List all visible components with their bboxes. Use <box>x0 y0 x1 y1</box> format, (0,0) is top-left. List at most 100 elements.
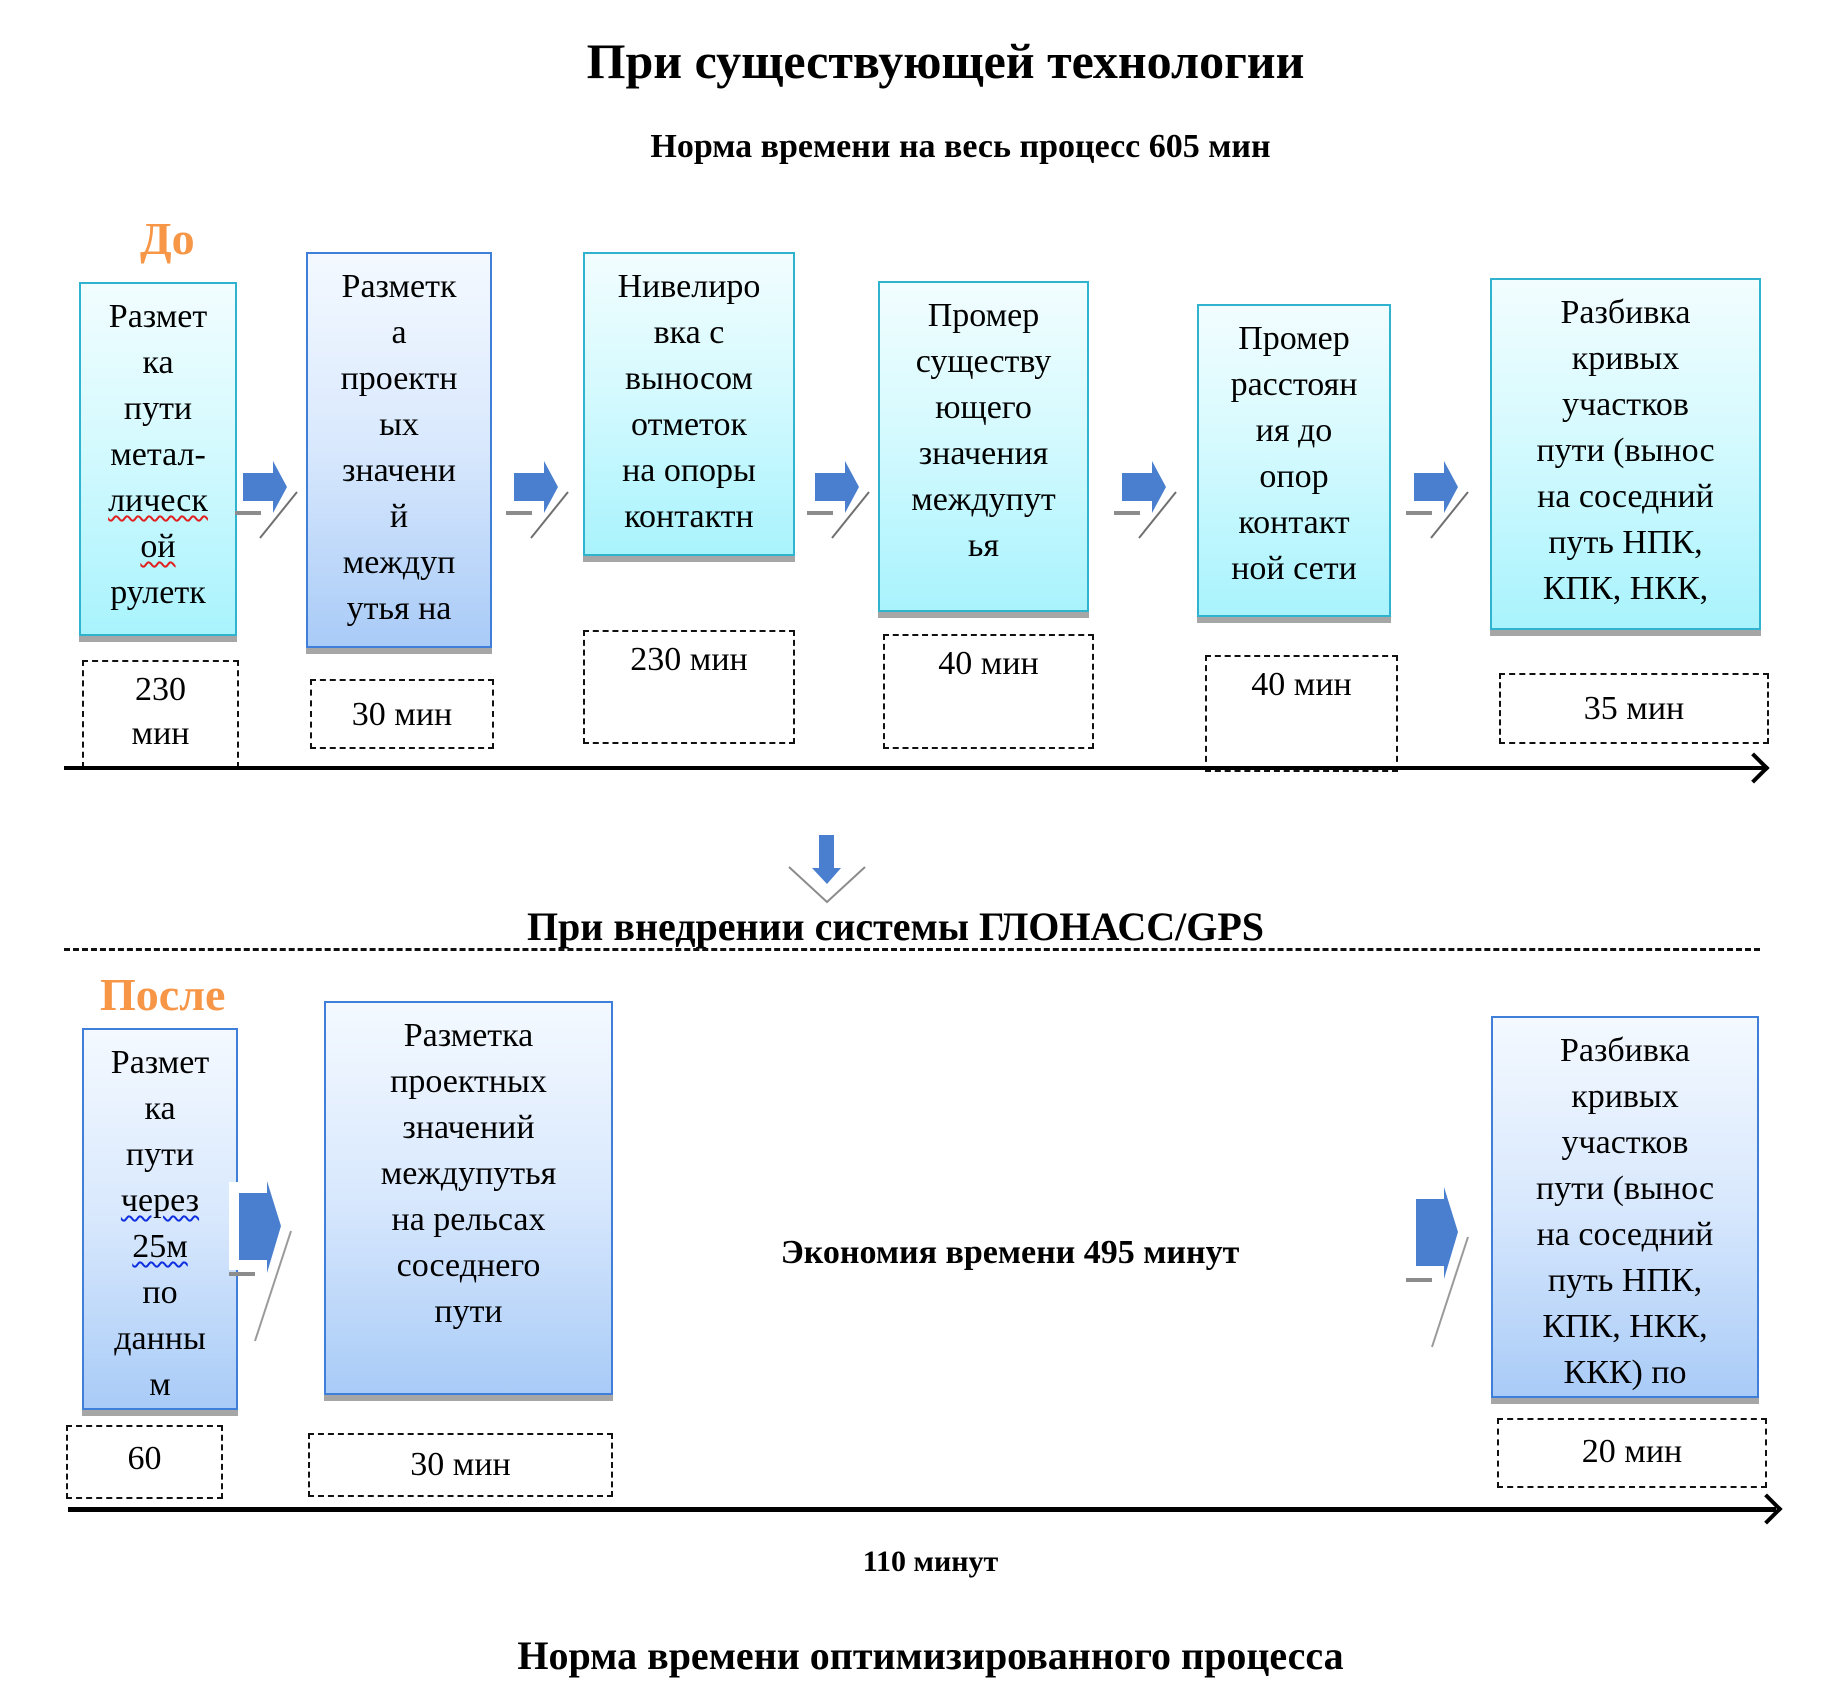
step-line: значений <box>402 1109 535 1146</box>
step-line: Нивелиро <box>617 268 761 305</box>
step-line: Разбивка <box>1560 294 1691 331</box>
step-line: данны <box>114 1320 206 1357</box>
duration-before-1: 230 мин <box>82 660 239 768</box>
step-line: проектн <box>340 360 458 397</box>
step-line: Промер <box>1238 320 1350 357</box>
step-line: 25м <box>132 1228 188 1265</box>
phase-label-after: После <box>100 969 226 1020</box>
step-line: кривых <box>1571 340 1680 377</box>
step-line: КПК, НКК, <box>1542 1308 1708 1345</box>
step-line: на рельсах <box>391 1201 546 1238</box>
step-line: ККК) по <box>1563 1354 1687 1391</box>
time-saving-label: Экономия времени 495 минут <box>780 1234 1240 1271</box>
section-title-glonass: При внедрении системы ГЛОНАСС/GPS <box>526 904 1265 949</box>
step-before-2: Разметк а проектн ых значени й междуп ут… <box>306 252 492 648</box>
section-divider <box>64 948 1760 951</box>
optimized-total-label: 110 минут <box>862 1545 999 1578</box>
step-line: контакт <box>1238 504 1350 541</box>
step-line: вка с <box>653 314 725 351</box>
duration-before-6: 35 мин <box>1499 673 1769 744</box>
duration-after-1: 60 <box>66 1425 223 1499</box>
step-line: междупутья <box>380 1155 557 1192</box>
step-line: участков <box>1562 386 1689 423</box>
step-after-3: Разбивка кривых участков пути (вынос на … <box>1491 1016 1759 1398</box>
step-line: кривых <box>1571 1078 1679 1115</box>
step-line: пути <box>434 1293 503 1330</box>
page-title: При существующей технологии <box>586 33 1305 89</box>
duration-before-2: 30 мин <box>310 679 494 749</box>
step-before-3: Нивелиро вка с выносом отметок на опоры … <box>583 252 795 556</box>
step-before-4: Промер существу ющего значения междупут … <box>878 281 1089 612</box>
step-line: значения <box>918 435 1049 472</box>
right-block-arrow-icon <box>1405 1186 1469 1348</box>
step-line: рулетк <box>110 574 206 611</box>
step-before-1: Размет ка пути метал- лическ ой рулетк <box>79 282 237 636</box>
step-after-2: Разметка проектных значений междупутья н… <box>324 1001 613 1395</box>
step-line: междупут <box>911 481 1056 518</box>
duration-line: мин <box>131 715 190 752</box>
right-block-arrow-icon <box>1405 446 1469 539</box>
step-line: пути (вынос <box>1535 1170 1715 1207</box>
step-line: на опоры <box>622 452 756 489</box>
step-line: ия до <box>1255 412 1333 449</box>
step-line: по <box>142 1274 178 1311</box>
step-line: Размет <box>110 1044 210 1081</box>
step-line: через <box>120 1182 200 1219</box>
footer-title: Норма времени оптимизированного процесса <box>517 1633 1344 1678</box>
step-line: на соседний <box>1536 1216 1714 1253</box>
step-before-6: Разбивка кривых участков пути (вынос на … <box>1490 278 1761 630</box>
duration-before-4: 40 мин <box>883 634 1094 749</box>
step-line: расстоян <box>1230 366 1358 403</box>
duration-line: 40 мин <box>1251 666 1352 703</box>
step-line: выносом <box>625 360 753 397</box>
step-line: соседнего <box>396 1247 541 1284</box>
step-line: пути <box>125 1136 195 1173</box>
step-line: пути <box>123 390 193 427</box>
step-line: Промер <box>927 297 1040 334</box>
right-block-arrow-icon <box>505 446 569 539</box>
step-line: ых <box>379 406 419 443</box>
timeline-axis-after <box>68 1507 1776 1512</box>
step-line: Разметк <box>341 268 457 305</box>
step-line: Разбивка <box>1559 1032 1691 1069</box>
step-line: существу <box>915 343 1052 380</box>
right-block-arrow-icon <box>234 446 298 539</box>
step-line: й <box>389 498 409 535</box>
phase-label-before: До <box>140 213 195 264</box>
duration-before-5: 40 мин <box>1205 655 1398 772</box>
step-line: лическ <box>108 482 208 519</box>
step-line: на соседний <box>1537 478 1714 515</box>
step-line: контактн <box>624 498 754 535</box>
step-line: метал- <box>110 436 206 473</box>
step-line: путь НПК, <box>1547 1262 1703 1299</box>
step-line: проектных <box>390 1063 547 1100</box>
duration-line: 230 <box>135 671 186 708</box>
step-line: значени <box>342 452 456 489</box>
right-block-arrow-icon <box>1113 446 1177 539</box>
duration-line: 230 мин <box>630 641 748 678</box>
duration-line: 20 мин <box>1581 1433 1683 1470</box>
step-line: пути (вынос <box>1536 432 1715 469</box>
step-line: участков <box>1561 1124 1689 1161</box>
step-line: Размет <box>108 298 208 335</box>
timeline-axis-before <box>64 766 1764 770</box>
duration-after-3: 20 мин <box>1497 1418 1767 1488</box>
step-line: ой <box>140 528 176 565</box>
step-line: ной сети <box>1231 550 1357 587</box>
duration-line: 30 мин <box>351 696 453 733</box>
step-line: путь НПК, <box>1548 524 1703 561</box>
right-block-arrow-icon <box>806 446 870 539</box>
step-line: м <box>149 1366 171 1403</box>
step-before-5: Промер расстоян ия до опор контакт ной с… <box>1197 304 1391 617</box>
duration-line: 35 мин <box>1583 690 1685 727</box>
step-line: а <box>391 314 407 351</box>
duration-line: 40 мин <box>938 645 1039 682</box>
step-line: Разметка <box>403 1017 534 1054</box>
step-line: утья на <box>346 590 452 627</box>
step-after-1: Размет ка пути через 25м по данны м <box>82 1028 238 1410</box>
duration-after-2: 30 мин <box>308 1433 613 1497</box>
step-line: отметок <box>631 406 747 443</box>
step-line: ка <box>142 344 174 381</box>
duration-before-3: 230 мин <box>583 630 795 744</box>
